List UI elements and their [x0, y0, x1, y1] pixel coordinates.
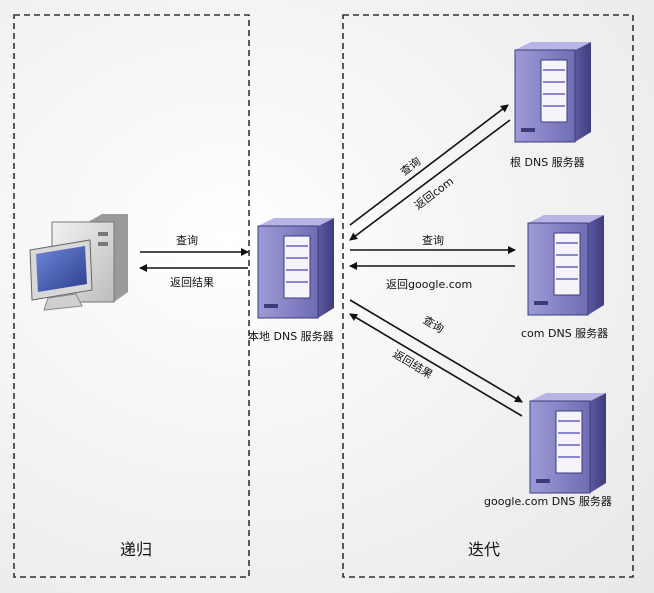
iterative-title: 迭代 [468, 540, 500, 559]
client-query-label: 查询 [176, 233, 198, 247]
google-dns-server-icon [529, 392, 607, 494]
google-query-arrow [349, 299, 523, 403]
local-dns-server-icon [257, 217, 335, 319]
root-dns-label: 根 DNS 服务器 [510, 155, 585, 169]
local-dns-label: 本地 DNS 服务器 [248, 329, 334, 343]
com-dns-label: com DNS 服务器 [521, 327, 608, 340]
google-dns-label: google.com DNS 服务器 [484, 495, 612, 508]
recursive-region [13, 14, 250, 578]
google-query-label: 查询 [420, 313, 446, 336]
google-return-label: 返回结果 [390, 347, 434, 381]
com-query-label: 查询 [422, 233, 444, 247]
com-return-label: 返回google.com [386, 278, 472, 291]
recursive-title: 递归 [120, 540, 152, 559]
root-query-label: 查询 [397, 154, 423, 178]
com-dns-server-icon [527, 214, 605, 316]
iterative-region [342, 14, 634, 578]
root-dns-server-icon [514, 41, 592, 143]
google-return-arrow [349, 313, 523, 417]
client-return-label: 返回结果 [170, 276, 214, 289]
root-return-arrow [349, 119, 511, 241]
root-query-arrow [349, 104, 509, 226]
client-computer-icon [29, 214, 128, 311]
root-return-label: 返回com [412, 175, 456, 213]
